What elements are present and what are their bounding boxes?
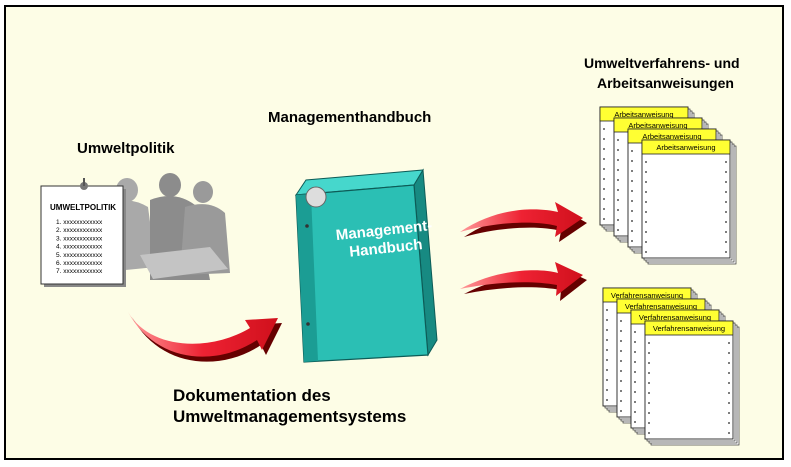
- arrow-to-handbook: [128, 312, 282, 362]
- page-header-label: Verfahrensanweisung: [611, 291, 683, 300]
- page-header-label: Verfahrensanweisung: [625, 302, 697, 311]
- policy-item: 3. xxxxxxxxxxxx: [56, 235, 103, 242]
- page-header-label: Verfahrensanweisung: [639, 313, 711, 322]
- document-page: Arbeitsanweisung: [641, 139, 737, 265]
- policy-item: 5. xxxxxxxxxxxx: [56, 252, 103, 259]
- page-header: [641, 139, 731, 155]
- binder-ring-hole-icon: [305, 186, 327, 208]
- policy-item: 1. xxxxxxxxxxxx: [56, 219, 103, 226]
- page-header-label: Arbeitsanweisung: [614, 110, 673, 119]
- arrow-to-work-instructions: [460, 202, 587, 242]
- page-header: [644, 320, 734, 336]
- label-dokumentation-line1: Dokumentation des: [173, 386, 331, 405]
- work-instructions-stack: ArbeitsanweisungArbeitsanweisungArbeitsa…: [599, 106, 737, 265]
- page-header-label: Verfahrensanweisung: [653, 324, 725, 333]
- policy-item: 7. xxxxxxxxxxxx: [56, 268, 103, 275]
- label-verfahren-line1: Umweltverfahrens- und: [584, 55, 740, 71]
- policy-document-title: UMWELTPOLITIK: [50, 203, 116, 212]
- procedures-stack: VerfahrensanweisungVerfahrensanweisungVe…: [602, 287, 740, 446]
- document-page: Verfahrensanweisung: [644, 320, 740, 446]
- policy-item: 6. xxxxxxxxxxxx: [56, 260, 103, 267]
- page-header-label: Arbeitsanweisung: [642, 132, 701, 141]
- handbook-binder: Management- Handbuch: [295, 168, 438, 363]
- label-verfahren-line2: Arbeitsanweisungen: [597, 75, 734, 91]
- label-dokumentation-line2: Umweltmanagementsystems: [173, 407, 407, 426]
- label-umweltpolitik: Umweltpolitik: [77, 140, 175, 157]
- policy-item: 2. xxxxxxxxxxxx: [56, 227, 103, 234]
- arrow-to-procedures: [460, 262, 587, 301]
- page-header-label: Arbeitsanweisung: [628, 121, 687, 130]
- page-header-label: Arbeitsanweisung: [656, 143, 715, 152]
- policy-item: 4. xxxxxxxxxxxx: [56, 244, 103, 251]
- label-managementhandbuch: Managementhandbuch: [268, 109, 432, 126]
- people-silhouette-image: [106, 173, 230, 280]
